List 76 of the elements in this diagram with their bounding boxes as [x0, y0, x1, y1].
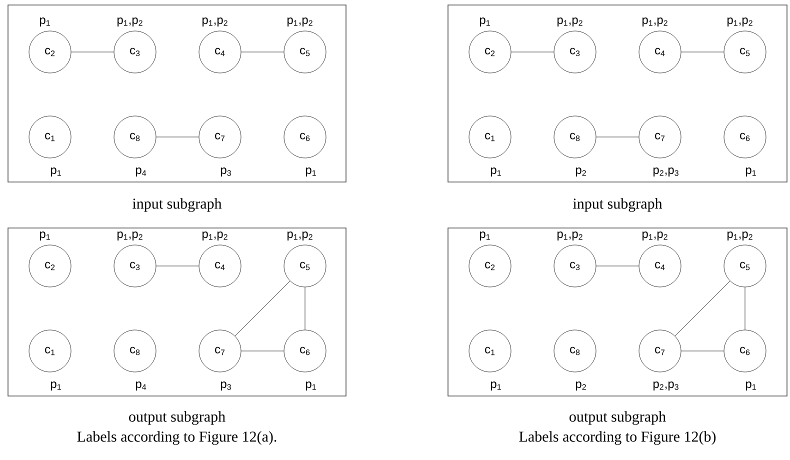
node-label: p$_{2}$ [576, 168, 586, 176]
node-label: p$_{1}$,p$_{2}$ [287, 18, 312, 26]
graph-node: c$_{2}$ [28, 30, 72, 74]
node-label: p$_{1}$,p$_{2}$ [287, 232, 312, 240]
node-label: p$_{3}$ [220, 168, 231, 176]
node-label: p$_{1}$ [40, 232, 50, 240]
node-label: p$_{2}$ [576, 382, 586, 390]
node-label: p$_{1}$ [50, 168, 61, 176]
edge-line [304, 287, 306, 330]
node-label: p$_{1}$ [746, 382, 756, 390]
node-label: p$_{1}$ [50, 382, 61, 390]
graph-node: c$_{7}$ [198, 116, 242, 158]
graph-node: c$_{7}$ [638, 116, 682, 158]
graph-node: c$_{6}$ [284, 330, 326, 372]
graph-node: c$_{7}$ [638, 330, 682, 372]
node-label: p$_{1}$ [490, 168, 501, 176]
node-label: p$_{1}$ [40, 18, 50, 26]
node-label: p$_{1}$,p$_{2}$ [202, 232, 228, 240]
graph-node: c$_{8}$ [114, 116, 156, 158]
node-label: p$_{1}$ [480, 18, 490, 26]
node-label: p$_{1}$,p$_{2}$ [727, 232, 752, 240]
node-label: p$_{1}$ [306, 168, 316, 176]
node-label: p$_{2}$,p$_{3}$ [653, 168, 678, 176]
graph-node: c$_{2}$ [468, 30, 512, 74]
graph-node: c$_{1}$ [468, 330, 512, 372]
node-label: p$_{1}$ [480, 232, 490, 240]
panel-caption: input subgraph [573, 198, 662, 212]
graph-node: c$_{1}$ [468, 116, 512, 158]
edge-line [744, 287, 746, 330]
node-label: p$_{1}$,p$_{2}$ [642, 232, 668, 240]
graph-node: c$_{5}$ [724, 30, 766, 74]
node-label: p$_{1}$,p$_{2}$ [727, 18, 752, 26]
node-label: p$_{1}$ [490, 382, 501, 390]
edge-line [674, 280, 730, 336]
graph-node: c$_{4}$ [198, 244, 242, 288]
graph-node: c$_{6}$ [284, 116, 326, 158]
graph-node: c$_{3}$ [114, 30, 156, 74]
graph-node: c$_{8}$ [114, 330, 156, 372]
edge-line [681, 350, 724, 352]
graph-node: c$_{8}$ [554, 330, 596, 372]
graph-node: c$_{6}$ [724, 116, 766, 158]
edge-line [241, 350, 284, 352]
node-label: p$_{1}$,p$_{2}$ [557, 232, 582, 240]
graph-node: c$_{1}$ [28, 330, 72, 372]
node-label: p$_{1}$,p$_{2}$ [117, 232, 142, 240]
graph-node: c$_{3}$ [114, 244, 156, 288]
graph-node: c$_{4}$ [638, 244, 682, 288]
node-label: p$_{4}$ [136, 382, 146, 390]
graph-node: c$_{4}$ [638, 30, 682, 74]
graph-node: c$_{1}$ [28, 116, 72, 158]
graph-node: c$_{8}$ [554, 116, 596, 158]
graph-node: c$_{5}$ [284, 244, 326, 288]
node-label: p$_{1}$,p$_{2}$ [117, 18, 142, 26]
graph-node: c$_{4}$ [198, 30, 242, 74]
panel-caption: output subgraph Labels according to Figure 12(b) [519, 411, 716, 445]
graph-node: c$_{2}$ [468, 244, 512, 288]
panel-caption: output subgraph Labels according to Figure 12(a). [77, 411, 276, 445]
graph-node: c$_{7}$ [198, 330, 242, 372]
graph-node: c$_{2}$ [28, 244, 72, 288]
node-label: p$_{1}$ [746, 168, 756, 176]
node-label: p$_{1}$ [306, 382, 316, 390]
graph-node: c$_{3}$ [554, 244, 596, 288]
edge-line [596, 136, 639, 138]
graph-node: c$_{3}$ [554, 30, 596, 74]
graph-node: c$_{5}$ [724, 244, 766, 288]
node-label: p$_{1}$,p$_{2}$ [642, 18, 668, 26]
node-label: p$_{1}$,p$_{2}$ [557, 18, 582, 26]
node-label: p$_{2}$,p$_{3}$ [653, 382, 678, 390]
edge-line [156, 136, 199, 138]
panel-caption: input subgraph [132, 198, 222, 212]
node-label: p$_{3}$ [220, 382, 231, 390]
graph-node: c$_{6}$ [724, 330, 766, 372]
graph-node: c$_{5}$ [284, 30, 326, 74]
node-label: p$_{4}$ [136, 168, 146, 176]
edge-line [234, 280, 290, 336]
node-label: p$_{1}$,p$_{2}$ [202, 18, 228, 26]
